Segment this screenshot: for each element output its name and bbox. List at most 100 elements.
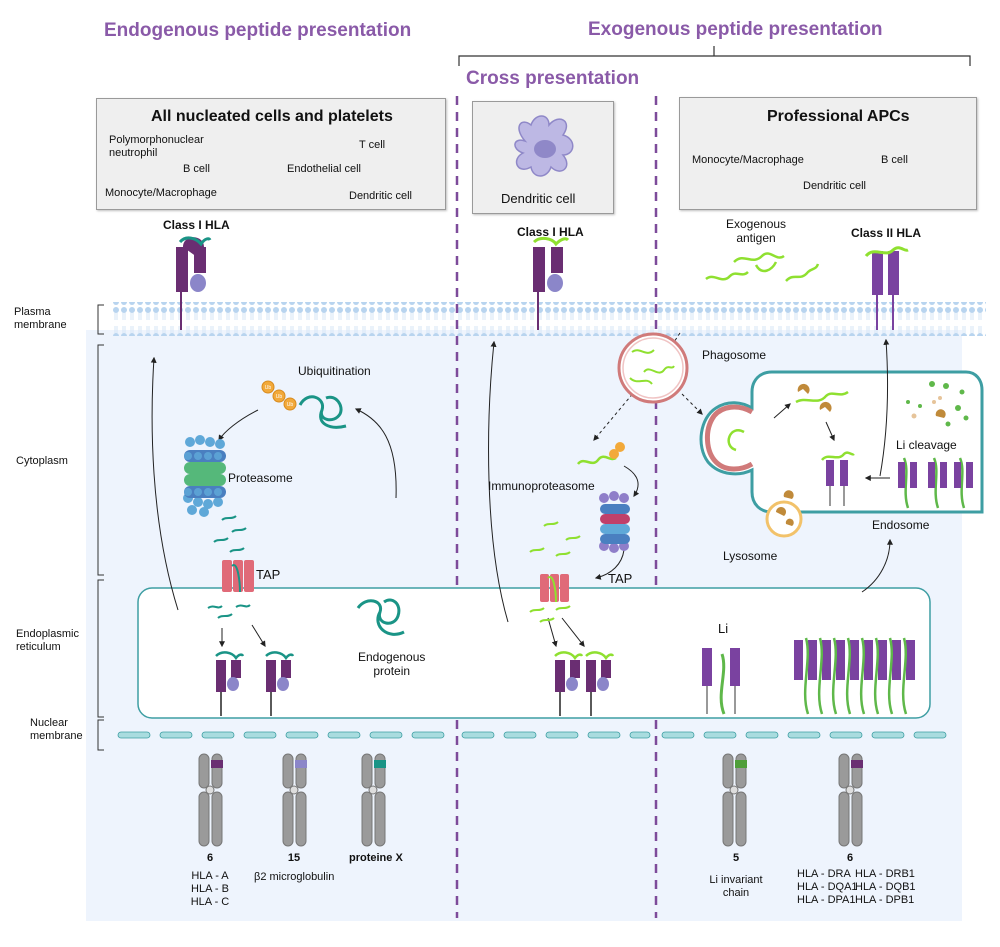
lysosome-icon xyxy=(765,500,803,538)
proteasome-icon xyxy=(183,435,226,517)
endosome-arrows xyxy=(773,338,893,593)
endosome-class2-li-chains xyxy=(898,462,973,488)
chromosome-6-b xyxy=(838,753,863,847)
gene-li-1: Li invariant xyxy=(709,874,763,886)
label-lysosome: Lysosome xyxy=(723,549,778,563)
label-class2: Class II HLA xyxy=(851,226,922,240)
peptide-fragments-er-left xyxy=(207,604,251,619)
gene-dqa1: HLA - DQA1 xyxy=(797,881,858,893)
label-class1-left: Class I HLA xyxy=(163,218,230,232)
er-li-class2 xyxy=(702,648,740,715)
gene-dqb1: HLA - DQB1 xyxy=(855,881,916,893)
plasma-line-1: Plasma xyxy=(14,306,51,318)
gene-li-2: chain xyxy=(722,887,750,899)
chromosome-6b-genes-left: HLA - DRA HLA - DQA1 HLA - DPA1 xyxy=(797,868,858,907)
endogenous-arrows xyxy=(150,356,397,648)
heading-cross: Cross presentation xyxy=(466,68,640,89)
endosome-antigen xyxy=(795,390,849,404)
heading-exogenous: Exogenous peptide presentation xyxy=(588,19,883,40)
apc-b: B cell xyxy=(881,154,908,166)
label-proteasome: Proteasome xyxy=(228,471,293,485)
ubiquitin-chain xyxy=(261,380,297,411)
label-tap-mid: TAP xyxy=(608,571,633,586)
cell-monocyte: Monocyte/Macrophage xyxy=(105,187,217,199)
label-er: Endoplasmic reticulum xyxy=(16,628,79,654)
endosome-class2-li xyxy=(902,457,966,509)
cell-neutrophil-2: neutrophil xyxy=(109,147,158,159)
ub-text-3: Ub xyxy=(287,402,294,408)
chromosome-6a-number: 6 xyxy=(206,852,214,864)
box-apc-title: Professional APCs xyxy=(767,108,910,125)
gene-hla-b: HLA - B xyxy=(191,883,229,895)
er-li-class2-cluster xyxy=(794,637,915,715)
gene-dpa1: HLA - DPA1 xyxy=(797,894,856,906)
apc-monocyte: Monocyte/Macrophage xyxy=(692,154,804,166)
phagosome-icon xyxy=(617,332,689,404)
plasma-membrane xyxy=(112,302,986,336)
label-phagosome: Phagosome xyxy=(702,348,767,362)
chromosome-6b-number: 6 xyxy=(846,852,854,864)
label-endogenous-protein: Endogenous protein xyxy=(358,650,425,678)
label-plasma-membrane: Plasma membrane xyxy=(14,306,67,332)
chromosome-protein-x xyxy=(361,753,386,847)
class1-hla-mid-membrane xyxy=(532,236,570,330)
label-ubiquitination: Ubiquitination xyxy=(298,364,371,378)
chromosome-protein-x-label: proteine X xyxy=(349,852,403,864)
exogenous-antigen-icon xyxy=(705,252,820,282)
ub-text-2: Ub xyxy=(276,394,283,400)
label-immunoproteasome: Immunoproteasome xyxy=(488,479,595,493)
gene-dra: HLA - DRA xyxy=(797,868,851,880)
gene-hla-a: HLA - A xyxy=(191,870,229,882)
nuclear-line-1: Nuclear xyxy=(30,717,68,729)
heading-endogenous: Endogenous peptide presentation xyxy=(104,20,412,41)
label-class1-mid: Class I HLA xyxy=(517,225,584,239)
cell-b: B cell xyxy=(183,163,210,175)
er-line-2: reticulum xyxy=(16,641,61,653)
ub-text-1: Ub xyxy=(265,385,272,391)
box-nucleated-title: All nucleated cells and platelets xyxy=(151,108,393,125)
cell-neutrophil-1: Polymorphonuclear xyxy=(109,134,204,146)
cell-endothelial: Endothelial cell xyxy=(287,163,361,175)
box-nucleated-cells: All nucleated cells and platelets Polymo… xyxy=(96,98,446,210)
class2-hla-membrane xyxy=(864,246,909,330)
label-exogenous-antigen: Exogenous antigen xyxy=(726,217,786,245)
er-class1-hla-1 xyxy=(215,651,245,716)
peptide-fragments-cross xyxy=(529,521,581,557)
chromosome-5 xyxy=(722,753,747,847)
er-class1-hla-4 xyxy=(585,651,615,716)
peptide-fragments-left xyxy=(213,515,247,553)
nuclear-line-2: membrane xyxy=(30,730,83,742)
endogenous-line-2: protein xyxy=(373,664,411,678)
plasma-line-2: membrane xyxy=(14,319,67,331)
cross-ubiquitinated-peptide xyxy=(577,442,625,465)
exogenous-line-2: antigen xyxy=(736,231,776,245)
cell-dendritic: Dendritic cell xyxy=(349,190,412,202)
label-cytoplasm: Cytoplasm xyxy=(16,455,68,467)
exogenous-bracket xyxy=(458,46,971,66)
chromosome-5-genes: Li invariant chain xyxy=(696,874,776,900)
endogenous-protein-icon xyxy=(356,598,405,636)
dendritic-cell-icon xyxy=(514,115,574,177)
peptide-fragments-er-mid xyxy=(529,605,571,623)
chromosome-6-a xyxy=(198,753,223,847)
apc-dendritic: Dendritic cell xyxy=(803,180,866,192)
label-endosome: Endosome xyxy=(872,518,930,532)
cross-arrows xyxy=(488,332,703,648)
chromosome-5-number: 5 xyxy=(732,852,740,864)
exogenous-line-1: Exogenous xyxy=(726,217,787,231)
label-li: Li xyxy=(718,621,729,636)
class1-hla-left-membrane xyxy=(176,236,212,330)
label-li-cleavage: Li cleavage xyxy=(896,438,957,452)
cell-t: T cell xyxy=(359,139,386,151)
label-nuclear-membrane: Nuclear membrane xyxy=(30,717,83,743)
endosome-class2-loaded xyxy=(821,451,855,506)
box-professional-apcs: Professional APCs Monocyte/Macrophage B … xyxy=(679,97,977,210)
er-class1-hla-3 xyxy=(554,651,584,716)
li-fragments xyxy=(906,381,969,427)
compartment-brackets xyxy=(97,304,104,751)
immunoproteasome-icon xyxy=(599,491,630,553)
ubiquitinated-protein xyxy=(298,395,347,429)
gene-hla-c: HLA - C xyxy=(190,896,230,908)
gene-drb1: HLA - DRB1 xyxy=(855,868,915,880)
